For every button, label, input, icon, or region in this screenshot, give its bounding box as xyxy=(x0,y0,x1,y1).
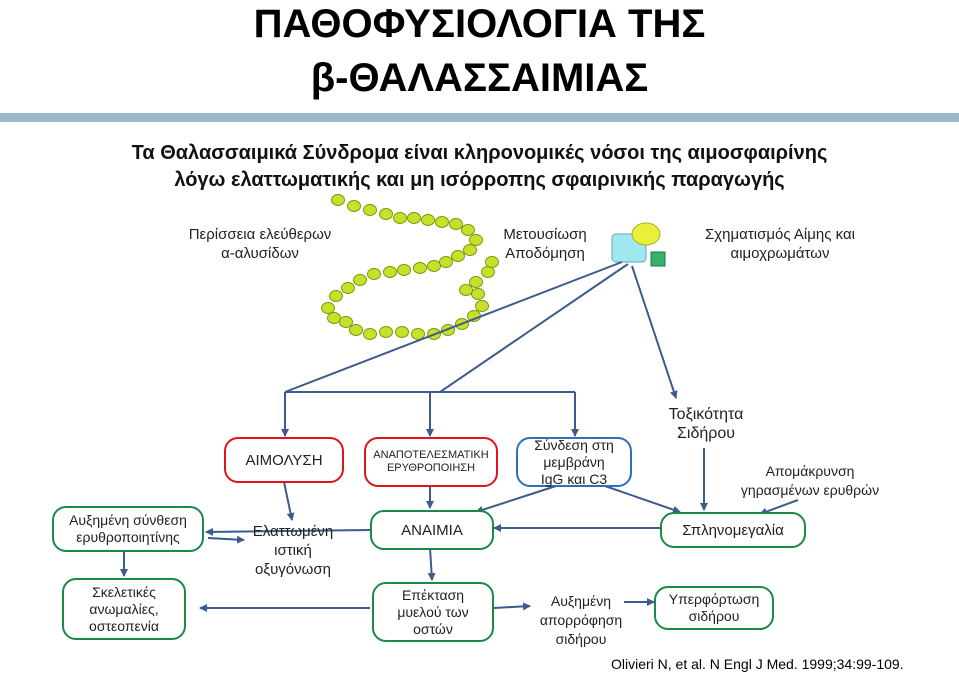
title-line-1: ΠΑΘΟΦΥΣΙΟΛΟΓΙΑ ΤΗΣ xyxy=(253,2,706,46)
globin-bead xyxy=(341,282,355,294)
globin-bead xyxy=(435,216,449,228)
globin-bead xyxy=(367,268,381,280)
globin-bead xyxy=(421,214,435,226)
globin-bead xyxy=(411,328,425,340)
globin-bead xyxy=(481,266,495,278)
globin-bead xyxy=(413,262,427,274)
globin-bead xyxy=(363,204,377,216)
globin-bead xyxy=(379,326,393,338)
globin-bead xyxy=(485,256,499,268)
globin-bead xyxy=(327,312,341,324)
globin-bead xyxy=(395,326,409,338)
globin-bead xyxy=(469,234,483,246)
globin-bead xyxy=(459,284,473,296)
title-rule xyxy=(0,113,959,122)
globin-bead xyxy=(321,302,335,314)
globin-bead xyxy=(439,256,453,268)
globin-bead xyxy=(339,316,353,328)
anemia-box: ΑΝΑΙΜΙΑ xyxy=(370,510,494,550)
globin-bead xyxy=(363,328,377,340)
subtitle-line-2: λόγω ελαττωματικής και μη ισόρροπης σφαι… xyxy=(174,169,785,191)
globin-chain-beads xyxy=(321,194,499,340)
globin-bead xyxy=(471,288,485,300)
heme-molecule-icon xyxy=(611,222,666,267)
subtitle-line-1: Τα Θαλασσαιμικά Σύνδρομα είναι κληρονομι… xyxy=(131,142,828,164)
globin-bead xyxy=(407,212,421,224)
globin-bead xyxy=(383,266,397,278)
globin-bead xyxy=(347,200,361,212)
globin-bead xyxy=(451,250,465,262)
globin-bead xyxy=(397,264,411,276)
globin-bead xyxy=(475,300,489,312)
hemolysis-box: ΑΙΜΟΛΥΣΗ xyxy=(224,437,344,483)
globin-bead xyxy=(427,260,441,272)
globin-bead xyxy=(379,208,393,220)
globin-bead xyxy=(353,274,367,286)
globin-bead xyxy=(463,244,477,256)
globin-bead xyxy=(393,212,407,224)
globin-bead xyxy=(461,224,475,236)
globin-bead xyxy=(329,290,343,302)
title-line-2: β-ΘΑΛΑΣΣΑΙΜΙΑΣ xyxy=(310,56,649,100)
globin-bead xyxy=(331,194,345,206)
splenomegaly-box: Σπληνομεγαλία xyxy=(660,512,806,548)
globin-bead xyxy=(469,276,483,288)
globin-bead xyxy=(449,218,463,230)
globin-bead xyxy=(349,324,363,336)
citation: Olivieri N, et al. N Engl J Med. 1999;34… xyxy=(611,656,904,672)
